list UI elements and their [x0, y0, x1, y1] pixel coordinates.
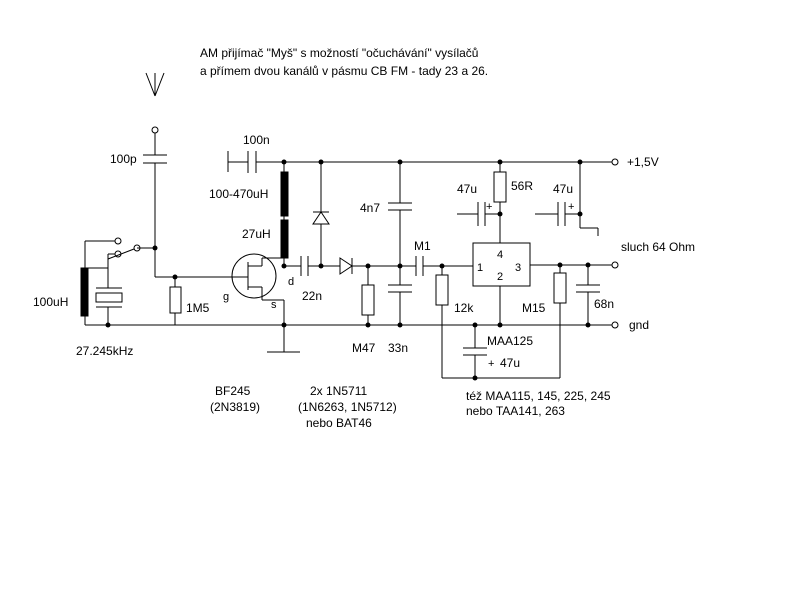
- ic-pin-4: 4: [497, 249, 503, 261]
- note-fet-2: (2N3819): [210, 400, 260, 414]
- inductor-27uh: [280, 219, 289, 259]
- capacitor-4n7: [388, 202, 412, 211]
- pin-source: s: [271, 299, 277, 311]
- label-12k: 12k: [454, 301, 474, 315]
- label-33n: 33n: [388, 341, 408, 355]
- label-ic: MAA125: [487, 334, 533, 348]
- antenna-terminal: [151, 126, 159, 134]
- label-crystal: 27.245kHz: [76, 344, 133, 358]
- label-47u-right: 47u: [553, 182, 573, 196]
- inductor-100uh: [80, 267, 89, 317]
- note-diode-2: (1N6263, 1N5712): [298, 400, 397, 414]
- note-fet-1: BF245: [215, 384, 251, 398]
- note-ic-alt-1: též MAA115, 145, 225, 245: [466, 389, 611, 403]
- plus-47u-bottom: +: [488, 358, 494, 370]
- label-22n: 22n: [302, 289, 322, 303]
- capacitor-68n: [576, 284, 600, 293]
- capacitor-22n: [300, 256, 309, 276]
- label-vcc: +1,5V: [627, 155, 659, 169]
- capacitor-47u-right: [557, 202, 566, 226]
- label-68n: 68n: [594, 297, 614, 311]
- note-diode-3: nebo BAT46: [306, 416, 372, 430]
- terminal-vcc: [611, 158, 619, 166]
- label-47u-left: 47u: [457, 182, 477, 196]
- label-gnd: gnd: [629, 318, 649, 332]
- label-4n7: 4n7: [360, 201, 380, 215]
- diode-vertical: [312, 211, 330, 225]
- capacitor-47u-left: [477, 202, 486, 226]
- crystal-symbol: [95, 287, 123, 308]
- label-100p: 100p: [110, 152, 137, 166]
- resistor-12k: [435, 274, 449, 306]
- title-line-2: a přímem dvou kanálů v pásmu CB FM - tad…: [200, 64, 488, 78]
- label-47u-bottom: 47u: [500, 356, 520, 370]
- ic-pin-2: 2: [497, 271, 503, 283]
- capacitor-33n: [388, 284, 412, 293]
- note-ic-alt-2: nebo TAA141, 263: [466, 404, 565, 418]
- pin-gate: g: [223, 291, 229, 303]
- capacitor-100n: [247, 151, 257, 173]
- label-choke: 100-470uH: [209, 187, 268, 201]
- capacitor-m1: [415, 256, 424, 276]
- resistor-m47: [361, 284, 375, 316]
- inductor-choke: [280, 171, 289, 217]
- label-100n: 100n: [243, 133, 270, 147]
- antenna-symbol: [145, 72, 165, 97]
- capacitor-100p: [143, 154, 167, 164]
- capacitor-47u-bottom: [463, 347, 487, 356]
- label-56r: 56R: [511, 179, 533, 193]
- terminal-gnd: [611, 321, 619, 329]
- note-diode-1: 2x 1N5711: [310, 384, 367, 398]
- label-1m5: 1M5: [186, 301, 210, 315]
- diode-horizontal: [339, 257, 353, 275]
- ic-pin-1: 1: [477, 262, 483, 274]
- label-27uh: 27uH: [242, 227, 271, 241]
- resistor-56r: [493, 171, 507, 203]
- plus-47u-left: +: [486, 201, 492, 213]
- pin-drain: d: [288, 276, 294, 288]
- label-m47: M47: [352, 341, 376, 355]
- label-100uh: 100uH: [33, 295, 68, 309]
- terminal-output: [611, 261, 619, 269]
- title-line-1: AM přijímač "Myš" s možností "očuchávání…: [200, 46, 478, 60]
- ic-pin-3: 3: [515, 262, 521, 274]
- plus-47u-right: +: [568, 201, 574, 213]
- switch-contact-top: [114, 237, 122, 245]
- switch-lever: [107, 248, 135, 260]
- label-output: sluch 64 Ohm: [621, 240, 695, 254]
- resistor-1m5: [169, 286, 182, 314]
- resistor-m15: [553, 272, 567, 304]
- label-m15: M15: [522, 301, 546, 315]
- label-m1: M1: [414, 239, 431, 253]
